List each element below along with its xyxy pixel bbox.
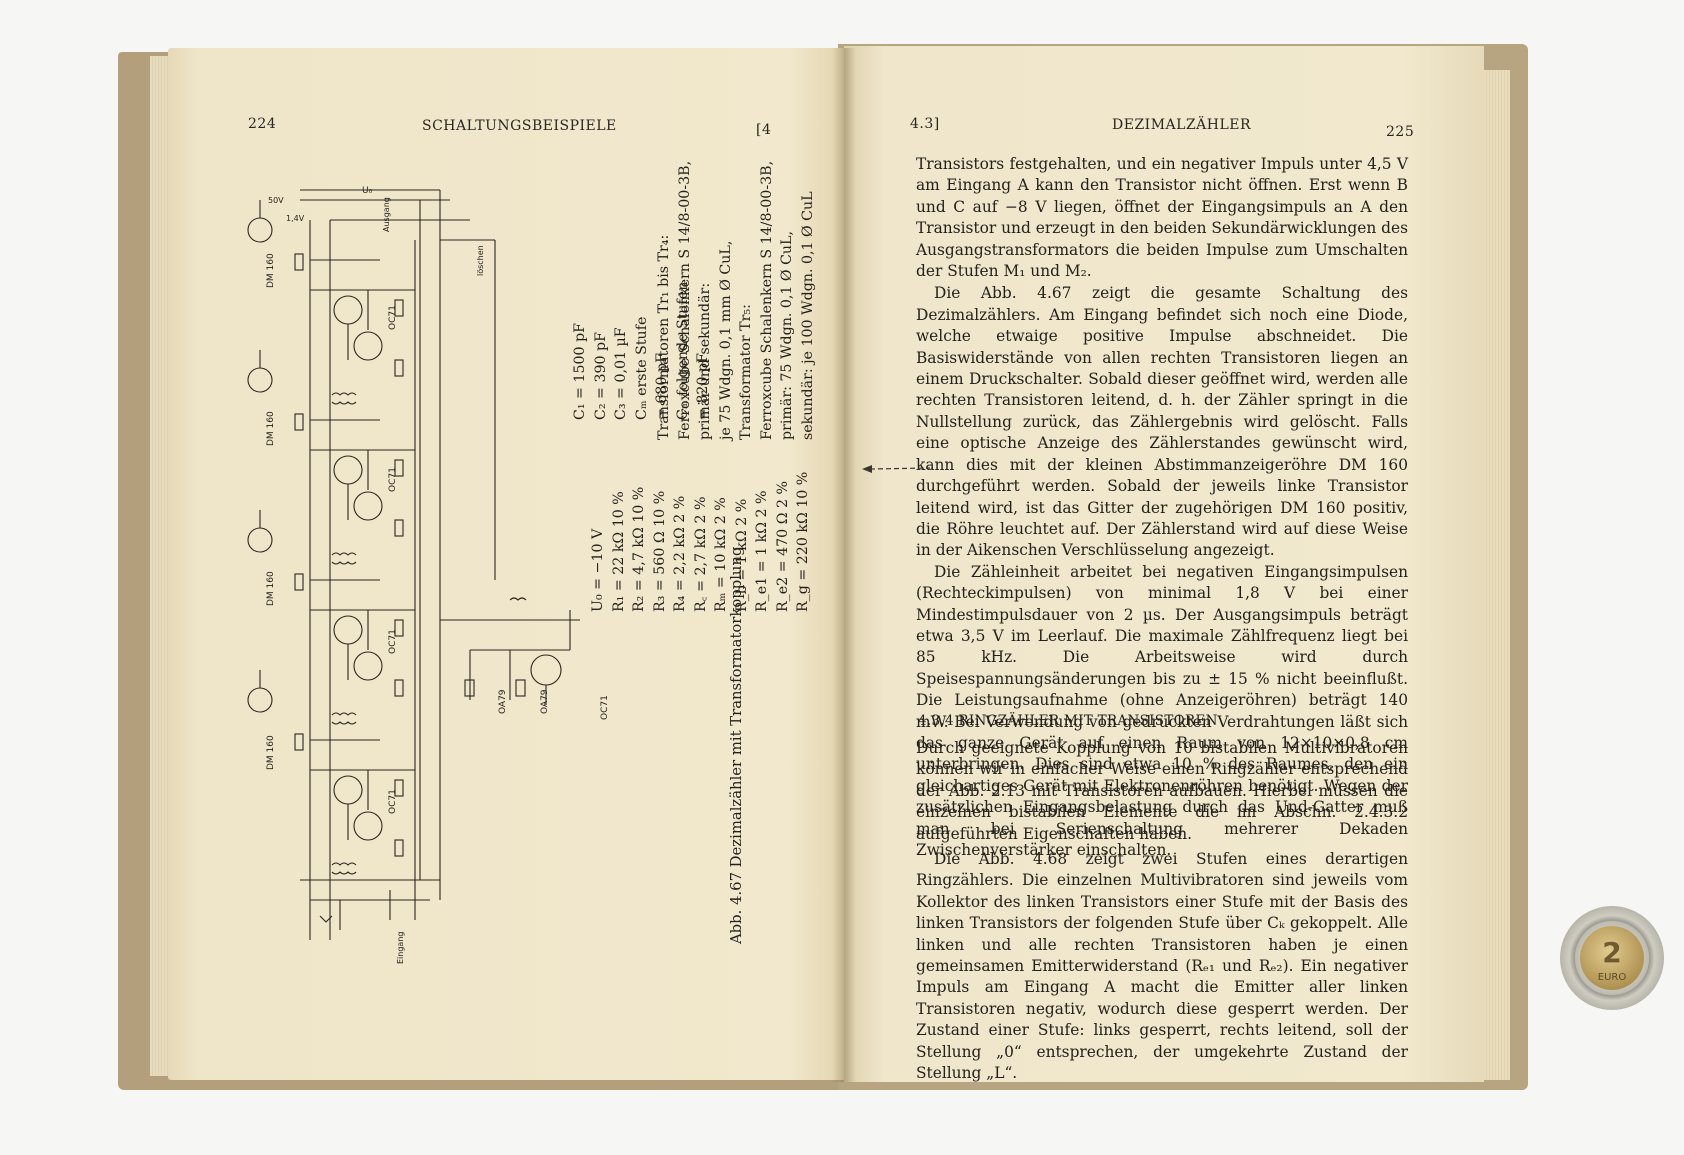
right-page-body-top: Transistors festgehalten, und ein negati… bbox=[916, 154, 1408, 861]
transistor-label-3: OC71 bbox=[388, 629, 398, 654]
transistor-label-1: OC71 bbox=[388, 305, 398, 330]
paragraph: Die Abb. 4.67 zeigt die gesamte Schaltun… bbox=[916, 284, 1408, 560]
part-value: R_e1 = 1 kΩ 2 % bbox=[754, 490, 770, 612]
part-value: sekundär: je 100 Wdgn. 0,1 Ø CuL bbox=[799, 191, 816, 440]
parts-transformers: Transformatoren Tr₁ bis Tr₄: Ferroxcube … bbox=[654, 161, 818, 440]
part-value: C₂ = 390 pF bbox=[592, 332, 609, 420]
part-value: Rₘ = 10 kΩ 2 % bbox=[713, 497, 729, 612]
tube-label-2: DM 160 bbox=[266, 411, 276, 446]
part-value: primär: 75 Wdgn. 0,1 Ø CuL, bbox=[779, 231, 795, 440]
part-value: primär und sekundär: bbox=[697, 282, 713, 440]
coin-currency: EURO bbox=[1597, 972, 1627, 983]
parts-resistors: U₀ = −10 V R₁ = 22 kΩ 10 % R₂ = 4,7 kΩ 1… bbox=[588, 472, 814, 612]
coin-center bbox=[1580, 926, 1644, 990]
pencil-arrow-annotation bbox=[862, 465, 931, 473]
part-value: C₃ = 0,01 µF bbox=[613, 327, 629, 420]
part-value: Cₘ erste Stufe bbox=[633, 316, 650, 420]
input-label: Eingang bbox=[396, 931, 405, 964]
paragraph: Die Abb. 4.68 zeigt zwei Stufen eines de… bbox=[916, 850, 1408, 1083]
diode-label-2: OA79 bbox=[540, 689, 550, 714]
tube-label-3: DM 160 bbox=[266, 571, 276, 606]
left-page-number: 224 bbox=[248, 116, 277, 132]
right-running-head: DEZIMALZÄHLER bbox=[1112, 117, 1252, 133]
book-gutter bbox=[832, 48, 856, 1082]
page-edges-left bbox=[150, 56, 170, 1076]
euro-coin: 2 EURO bbox=[1560, 906, 1664, 1010]
left-running-head: SCHALTUNGSBEISPIELE bbox=[422, 118, 617, 134]
part-value: R꜀ = 2,7 kΩ 2 % bbox=[692, 496, 709, 612]
left-page bbox=[168, 48, 844, 1080]
part-value: R₄ = 2,2 kΩ 2 % bbox=[672, 495, 688, 612]
part-value: Ferroxcube Schalenkern S 14/8-00-3B, bbox=[676, 160, 693, 440]
part-value: Transformator Tr₅: bbox=[738, 304, 754, 440]
part-value: Ferroxcube Schalenkern S 14/8-00-3B, bbox=[758, 160, 775, 440]
reset-label: löschen bbox=[476, 245, 485, 276]
circuit-schematic bbox=[247, 189, 580, 940]
paragraph: Durch geeignete Kopplung von 10 bistabil… bbox=[916, 739, 1408, 843]
part-value: R₃ = 560 Ω 10 % bbox=[651, 490, 668, 612]
right-page-number: 225 bbox=[1386, 124, 1415, 140]
supply-label-u0: U₀ bbox=[362, 186, 373, 196]
transistor-label-2: OC71 bbox=[388, 467, 398, 492]
part-value: R_g = 220 kΩ 10 % bbox=[795, 471, 811, 612]
tube-label-1: DM 160 bbox=[266, 253, 276, 288]
part-value: Transformatoren Tr₁ bis Tr₄: bbox=[656, 234, 672, 440]
output-label: Ausgang bbox=[382, 197, 391, 232]
page-edges-right bbox=[1484, 70, 1510, 1080]
transistor-label-gate: OC71 bbox=[600, 695, 610, 720]
section-heading: 4.3.4 RINGZÄHLER MIT TRANSISTOREN bbox=[918, 713, 1218, 729]
tube-label-4: DM 160 bbox=[266, 735, 276, 770]
transistor-label-4: OC71 bbox=[388, 789, 398, 814]
part-value: R_b = 1 kΩ 2 % bbox=[733, 498, 750, 612]
part-value: R_e2 = 470 Ω 2 % bbox=[774, 481, 791, 612]
part-value: R₁ = 22 kΩ 10 % bbox=[610, 491, 627, 612]
paragraph: Die Zähleinheit arbeitet bei negativen E… bbox=[916, 562, 1408, 859]
part-value: C₁ = 1500 pF bbox=[572, 323, 588, 420]
paragraph: Transistors festgehalten, und ein negati… bbox=[916, 155, 1408, 281]
part-value: je 75 Wdgn. 0,1 mm Ø CuL, bbox=[717, 240, 734, 440]
right-section-ref: 4.3] bbox=[910, 116, 940, 132]
part-value: U₀ = −10 V bbox=[590, 528, 606, 612]
part-value: R₂ = 4,7 kΩ 10 % bbox=[631, 486, 647, 612]
diode-label-1: OA79 bbox=[498, 689, 508, 714]
left-section-ref: [4 bbox=[756, 122, 772, 138]
right-page bbox=[844, 46, 1484, 1082]
right-page-body-bottom: Durch geeignete Kopplung von 10 bistabil… bbox=[916, 738, 1408, 1085]
voltage-label-14v: 1,4V bbox=[286, 214, 305, 223]
voltage-label-50v: 50V bbox=[268, 196, 284, 205]
coin-denomination: 2 bbox=[1602, 936, 1622, 969]
